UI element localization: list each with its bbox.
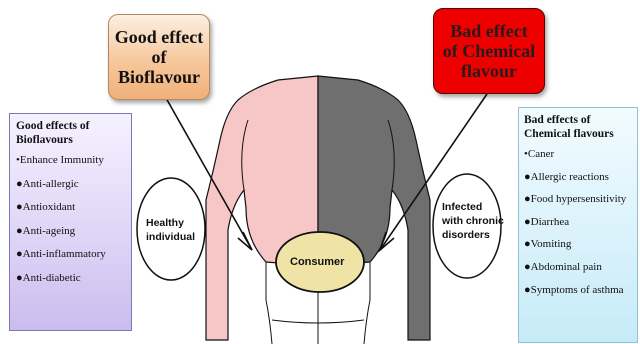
good-title-line2: of bbox=[109, 47, 209, 67]
infected-label-line3: disorders bbox=[442, 228, 504, 242]
list-item: ●Vomiting bbox=[524, 237, 634, 251]
good-effects-panel: Good effects of Bioflavours •Enhance Imm… bbox=[9, 113, 132, 331]
bad-torso-half bbox=[318, 76, 430, 340]
list-item: ●Symptoms of asthma bbox=[524, 283, 634, 297]
good-torso-half bbox=[206, 76, 318, 340]
consumer-label: Consumer bbox=[290, 255, 344, 269]
good-title-line1: Good effect bbox=[109, 27, 209, 47]
list-item: ●Anti-inflammatory bbox=[16, 247, 127, 261]
list-item: ●Allergic reactions bbox=[524, 170, 634, 184]
list-item: ●Diarrhea bbox=[524, 215, 634, 229]
bad-effects-heading-line2: Chemical flavours bbox=[524, 127, 634, 141]
list-item: ●Food hypersensitivity bbox=[524, 192, 634, 206]
good-effects-heading-line1: Good effects of bbox=[16, 119, 127, 133]
list-item: ●Anti-ageing bbox=[16, 224, 127, 238]
bad-effects-heading-line1: Bad effects of bbox=[524, 113, 634, 127]
list-item: •Caner bbox=[524, 147, 634, 161]
bad-effects-heading: Bad effects of Chemical flavours bbox=[524, 113, 634, 141]
list-item: ●Abdominal pain bbox=[524, 260, 634, 274]
bad-title-line1: Bad effect bbox=[434, 21, 544, 41]
good-title-line3: Bioflavour bbox=[109, 67, 209, 87]
infected-label-line1: Infected bbox=[442, 200, 504, 214]
healthy-label-line2: individual bbox=[146, 230, 195, 244]
good-effects-heading-line2: Bioflavours bbox=[16, 133, 127, 147]
good-effects-heading: Good effects of Bioflavours bbox=[16, 119, 127, 147]
bad-effects-panel: Bad effects of Chemical flavours •Caner … bbox=[518, 107, 638, 343]
infected-label-line2: with chronic bbox=[442, 214, 504, 228]
healthy-individual-label: Healthy individual bbox=[146, 216, 195, 244]
list-item: ●Anti-diabetic bbox=[16, 271, 127, 285]
list-item: ●Antioxidant bbox=[16, 200, 127, 214]
healthy-label-line1: Healthy bbox=[146, 216, 195, 230]
list-item: •Enhance Immunity bbox=[16, 153, 127, 167]
list-item: ●Anti-allergic bbox=[16, 177, 127, 191]
bad-title-line2: of Chemical bbox=[434, 41, 544, 61]
infected-label: Infected with chronic disorders bbox=[442, 200, 504, 242]
bad-title-line3: flavour bbox=[434, 61, 544, 81]
bad-effect-title-box: Bad effect of Chemical flavour bbox=[433, 8, 545, 94]
good-effect-title-box: Good effect of Bioflavour bbox=[108, 14, 210, 100]
